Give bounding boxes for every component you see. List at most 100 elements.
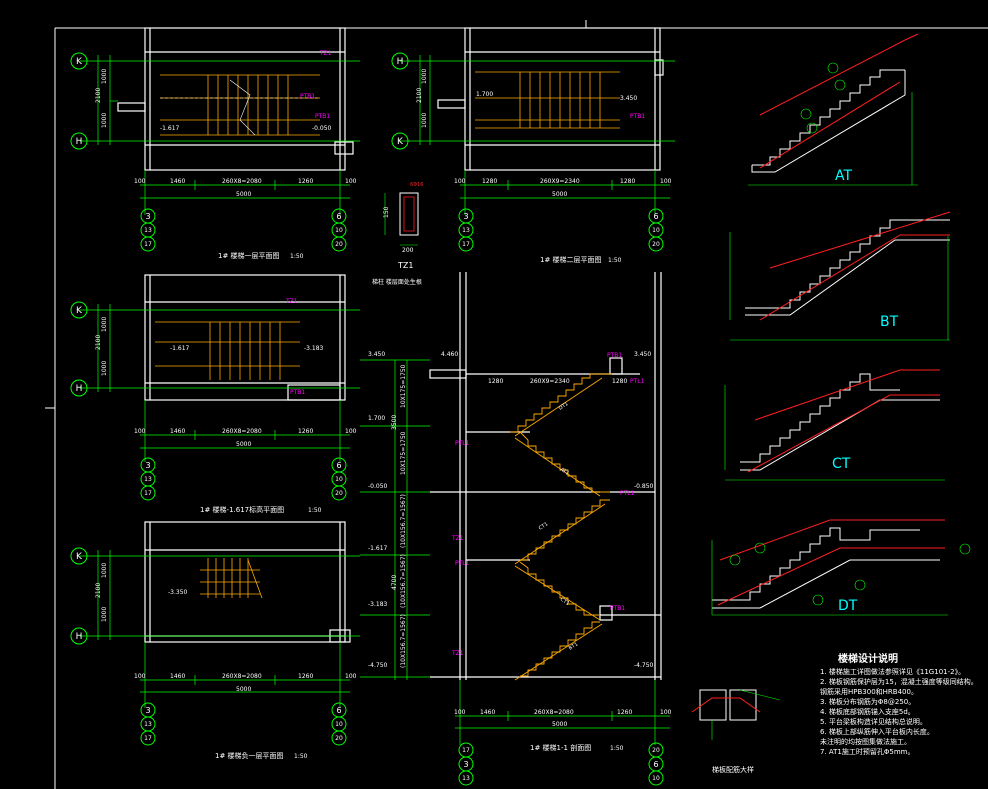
svg-text:6: 6	[336, 706, 341, 715]
svg-text:1280: 1280	[488, 378, 503, 385]
svg-text:10: 10	[652, 227, 660, 234]
svg-text:-4.750: -4.750	[634, 662, 654, 669]
svg-text:TZ1: TZ1	[451, 535, 464, 542]
svg-text:1280: 1280	[482, 178, 497, 185]
svg-text:1:50: 1:50	[610, 745, 624, 752]
svg-text:1.700: 1.700	[476, 91, 493, 98]
svg-text:2100: 2100	[416, 88, 423, 103]
svg-text:2100: 2100	[95, 583, 102, 598]
svg-text:1:50: 1:50	[294, 753, 308, 760]
svg-text:1000: 1000	[421, 69, 428, 84]
svg-text:-3.183: -3.183	[368, 601, 388, 608]
svg-text:260X8=2080: 260X8=2080	[222, 178, 262, 185]
design-notes-title: 楼梯设计说明	[838, 654, 898, 665]
svg-text:1000: 1000	[101, 563, 108, 578]
svg-text:6: 6	[653, 760, 658, 769]
svg-text:13: 13	[462, 227, 470, 234]
svg-text:CT: CT	[832, 456, 851, 472]
dim-lines	[80, 55, 360, 215]
svg-text:-0.050: -0.050	[312, 125, 332, 132]
svg-text:17: 17	[462, 747, 470, 754]
svg-text:1.700: 1.700	[368, 415, 385, 422]
svg-text:100: 100	[660, 709, 672, 716]
svg-text:1460: 1460	[480, 709, 495, 716]
svg-text:1260: 1260	[298, 178, 313, 185]
svg-text:1260: 1260	[298, 428, 313, 435]
svg-text:5000: 5000	[236, 686, 251, 693]
note-item: 7. AT1施工时预留孔Φ5mm。	[820, 748, 915, 756]
svg-text:17: 17	[144, 735, 152, 742]
svg-text:1000: 1000	[101, 607, 108, 622]
note-item: 3. 梯板分布钢筋为Φ8@250。	[820, 698, 916, 706]
svg-text:H: H	[397, 57, 404, 67]
svg-text:3500: 3500	[391, 415, 398, 430]
svg-text:260X8=2080: 260X8=2080	[222, 673, 262, 680]
rebar-detail: 梯板配筋大样	[691, 689, 781, 774]
svg-text:13: 13	[144, 476, 152, 483]
note-item: 未注明的均按图集做法施工。	[820, 738, 911, 746]
svg-text:TZ1: TZ1	[285, 298, 298, 305]
svg-text:1# 楼梯1-1 剖面图: 1# 楼梯1-1 剖面图	[530, 743, 591, 752]
svg-text:6: 6	[336, 461, 341, 470]
svg-text:20: 20	[652, 241, 660, 248]
svg-text:100: 100	[345, 428, 357, 435]
svg-text:TZ1: TZ1	[397, 261, 413, 270]
svg-text:1260: 1260	[298, 673, 313, 680]
svg-text:1# 楼梯-1.617标高平面图: 1# 楼梯-1.617标高平面图	[200, 505, 284, 514]
svg-text:PTL1: PTL1	[455, 440, 470, 447]
svg-text:梯板配筋大样: 梯板配筋大样	[712, 765, 754, 774]
svg-text:5000: 5000	[236, 191, 251, 198]
svg-text:5000: 5000	[552, 191, 567, 198]
svg-text:3: 3	[145, 706, 150, 715]
svg-text:100: 100	[345, 673, 357, 680]
note-item: 6. 梯板上部纵筋伸入平台板内长度。	[820, 728, 934, 736]
svg-text:100: 100	[134, 178, 146, 185]
svg-text:1000: 1000	[101, 361, 108, 376]
svg-text:DT1: DT1	[558, 401, 570, 412]
svg-text:100: 100	[134, 673, 146, 680]
stair-treads	[160, 74, 320, 136]
svg-text:13: 13	[144, 227, 152, 234]
svg-text:3.450: 3.450	[634, 351, 651, 358]
svg-text:260X8=2080: 260X8=2080	[534, 709, 574, 716]
svg-text:梯柱 楼层面处生根: 梯柱 楼层面处生根	[372, 278, 422, 286]
svg-text:K: K	[76, 57, 83, 67]
svg-text:CT1: CT1	[559, 597, 570, 607]
svg-text:DT: DT	[838, 598, 858, 614]
svg-text:(10X156.7=1567): (10X156.7=1567)	[400, 554, 407, 608]
svg-text:H: H	[76, 384, 83, 394]
svg-text:150: 150	[383, 206, 390, 218]
svg-text:260X9=2340: 260X9=2340	[530, 378, 570, 385]
svg-text:260X8=2080: 260X8=2080	[222, 428, 262, 435]
svg-text:20: 20	[652, 747, 660, 754]
svg-text:-4.750: -4.750	[368, 662, 388, 669]
svg-text:17: 17	[144, 241, 152, 248]
svg-text:10: 10	[335, 476, 343, 483]
svg-text:1460: 1460	[170, 428, 185, 435]
svg-text:BT: BT	[880, 314, 899, 330]
stair-flights	[510, 373, 612, 681]
svg-text:6: 6	[653, 212, 658, 221]
svg-text:200: 200	[402, 247, 414, 254]
svg-text:PTB1: PTB1	[290, 389, 305, 396]
svg-text:CT1: CT1	[538, 521, 549, 531]
svg-text:1000: 1000	[101, 113, 108, 128]
stair-type-dt: DT	[711, 519, 971, 616]
svg-text:-3.183: -3.183	[304, 345, 324, 352]
svg-text:20: 20	[335, 241, 343, 248]
svg-text:6Φ16: 6Φ16	[410, 182, 423, 188]
svg-text:1# 楼梯二层平面图: 1# 楼梯二层平面图	[540, 255, 602, 264]
svg-text:17: 17	[144, 490, 152, 497]
svg-text:1000: 1000	[101, 317, 108, 332]
note-item: 钢筋采用HPB300和HRB400。	[820, 688, 918, 696]
svg-text:100: 100	[454, 178, 466, 185]
svg-text:100: 100	[134, 428, 146, 435]
svg-text:10: 10	[335, 721, 343, 728]
svg-text:PTB1: PTB1	[607, 352, 622, 359]
svg-text:13: 13	[144, 721, 152, 728]
